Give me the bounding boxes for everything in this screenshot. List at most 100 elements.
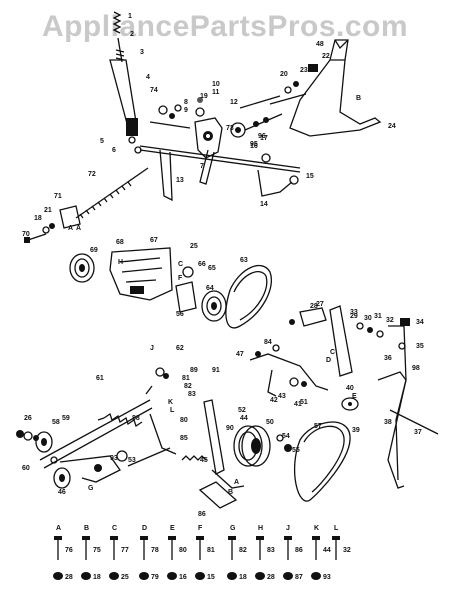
callout-15: 15 (306, 173, 314, 180)
callout-38: 38 (384, 419, 392, 426)
callout-88: 88 (132, 415, 140, 422)
callout-51: 51 (300, 399, 308, 406)
callout-47: 47 (236, 351, 244, 358)
callout-43: 43 (278, 393, 286, 400)
callout-68: 68 (116, 239, 124, 246)
callout-42: 42 (270, 397, 278, 404)
callout-52: 52 (238, 407, 246, 414)
bolt-part-number: 76 (65, 547, 73, 554)
callout-69: 69 (90, 247, 98, 254)
linkage (59, 455, 121, 483)
key-reference-h: H (118, 259, 123, 266)
callout-50: 50 (266, 419, 274, 426)
callout-31: 31 (374, 313, 382, 320)
arm (159, 149, 173, 202)
callout-22: 22 (322, 53, 330, 60)
callout-5: 5 (100, 138, 104, 145)
callout-19: 19 (200, 93, 208, 100)
callout-90: 90 (226, 425, 234, 432)
callout-84: 84 (264, 339, 272, 346)
bolt-part-number: 77 (121, 547, 129, 554)
bolt-icon (332, 536, 340, 540)
callout-12: 12 (230, 99, 238, 106)
nut-part-number: 28 (267, 574, 275, 581)
mounting-bracket (289, 39, 382, 137)
callout-82: 82 (184, 383, 192, 390)
callout-63: 63 (240, 257, 248, 264)
key-reference-c: C (178, 261, 183, 268)
bolt (269, 93, 307, 105)
callout-70: 70 (22, 231, 30, 238)
callout-60: 60 (22, 465, 30, 472)
nut-icon (283, 572, 293, 580)
callout-33: 33 (350, 309, 358, 316)
key-reference-c: C (330, 349, 335, 356)
linkage (249, 353, 329, 391)
hardware-key-letter: B (84, 525, 89, 532)
callout-55: 55 (292, 447, 300, 454)
hardware-key-letter: C (112, 525, 117, 532)
callout-25: 25 (190, 243, 198, 250)
callout-53: 53 (128, 457, 136, 464)
callout-18: 18 (34, 215, 42, 222)
spring (97, 385, 153, 428)
callout-80: 80 (180, 417, 188, 424)
bolt-part-number: 44 (323, 547, 331, 554)
nut-icon (53, 572, 63, 580)
drive-belt (293, 421, 351, 502)
nut-icon (109, 572, 119, 580)
hardware-key-row: A7628B7518C7725D7879E8016F8115G8218H8328… (53, 525, 351, 581)
key-reference-k: K (168, 399, 173, 406)
brake-lever (39, 399, 153, 469)
callout-21: 21 (44, 207, 52, 214)
washer (284, 86, 292, 94)
pivot-shaft (230, 113, 283, 138)
nut-part-number: 25 (121, 574, 129, 581)
pulley (35, 431, 53, 453)
callout-59: 59 (62, 415, 70, 422)
callout-71: 71 (54, 193, 62, 200)
nut-part-number: 93 (323, 574, 331, 581)
callout-41: 41 (294, 401, 302, 408)
callout-54: 54 (282, 433, 290, 440)
callout-8: 8 (184, 99, 188, 106)
bolt-part-number: 32 (343, 547, 351, 554)
key-reference-l: L (170, 407, 175, 414)
callout-17: 17 (260, 135, 268, 142)
hardware-key-letter: E (170, 525, 175, 532)
arm (199, 149, 215, 185)
callout-11: 11 (212, 89, 220, 96)
block (308, 64, 318, 72)
nut-part-number: 16 (179, 574, 187, 581)
callout-30: 30 (364, 315, 372, 322)
spring (112, 11, 122, 34)
callout-57: 57 (314, 423, 322, 430)
bushing (341, 397, 359, 411)
hardware-item-l: L32 (332, 525, 351, 560)
callout-95: 95 (250, 141, 258, 148)
bolt-part-number: 75 (93, 547, 101, 554)
key-reference-a: A (68, 225, 73, 232)
hardware-item-k: K 44 93 (311, 525, 331, 581)
pulley (201, 290, 227, 322)
hardware-key-letter: A (56, 525, 61, 532)
bolt-icon (54, 536, 62, 540)
cross-shaft (139, 145, 301, 169)
bolt-part-number: 81 (207, 547, 215, 554)
hardware-key-letter: F (198, 525, 203, 532)
callout-labels: 1234567891011121314151617181920212223242… (22, 13, 424, 518)
hardware-item-c: C 77 25 (109, 525, 129, 581)
hardware-key-letter: K (314, 525, 319, 532)
callout-93: 93 (110, 455, 118, 462)
callout-27: 27 (316, 301, 324, 308)
callout-85: 85 (180, 435, 188, 442)
idler-arm-assembly (289, 305, 384, 377)
nut-part-number: 87 (295, 574, 303, 581)
callout-6: 6 (112, 147, 116, 154)
callout-44: 44 (240, 415, 248, 422)
